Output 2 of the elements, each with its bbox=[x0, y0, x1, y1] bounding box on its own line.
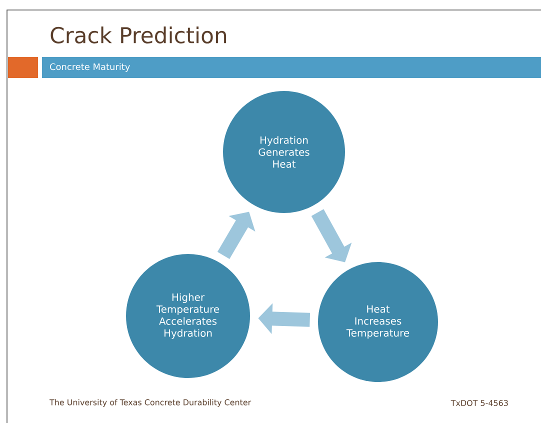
slide-title: Crack Prediction bbox=[50, 26, 226, 44]
subtitle-band: Concrete Maturity bbox=[8, 57, 541, 78]
